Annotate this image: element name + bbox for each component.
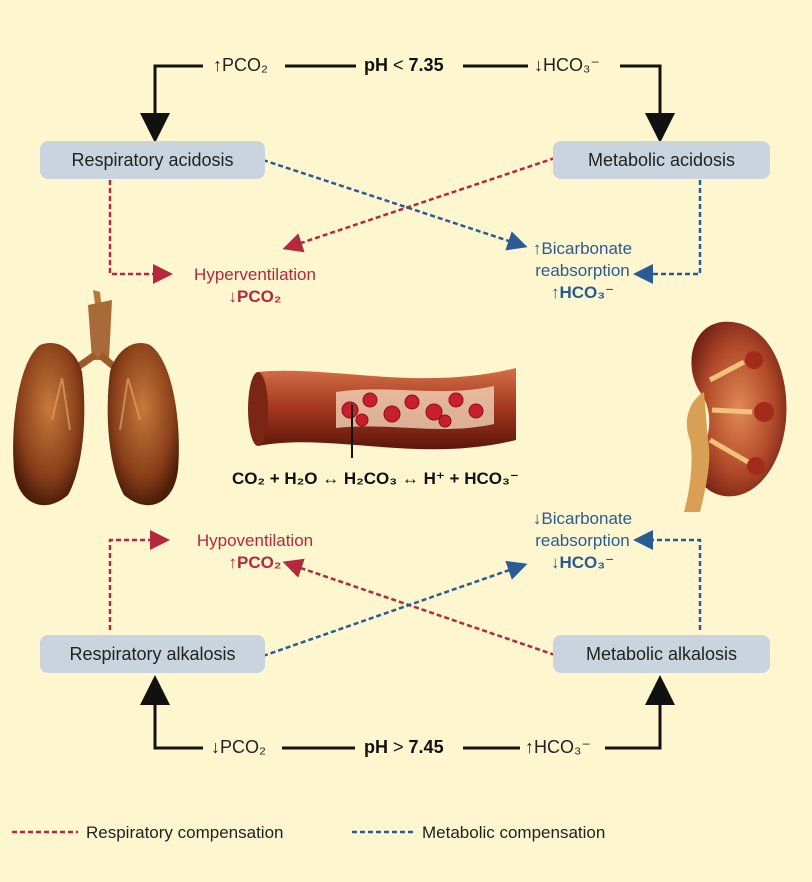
kidney-illustration [684, 322, 786, 512]
respiratory-alkalosis-box: Respiratory alkalosis [40, 635, 265, 673]
hypoventilation-text: Hypoventilation [160, 530, 350, 552]
top-ph-operator: < [393, 55, 404, 75]
legend-respiratory-label: Respiratory compensation [86, 824, 283, 841]
top-pco2-label: ↑PCO₂ [213, 56, 268, 74]
respiratory-acidosis-box: Respiratory acidosis [40, 141, 265, 179]
bottom-ph-label: pH > 7.45 [364, 738, 444, 756]
bicarbonate-down-line2: reabsorption [500, 530, 665, 552]
bicarbonate-down-label: ↓Bicarbonate reabsorption ↓HCO₃⁻ [500, 508, 665, 574]
bicarbonate-up-hco3: ↑HCO₃⁻ [500, 282, 665, 304]
top-ph-label: pH < 7.35 [364, 56, 444, 74]
hyperventilation-label: Hyperventilation ↓PCO₂ [160, 264, 350, 308]
hypoventilation-pco2: ↑PCO₂ [160, 552, 350, 574]
bottom-hco3-label: ↑HCO₃⁻ [525, 738, 591, 756]
top-hco3-label: ↓HCO₃⁻ [534, 56, 600, 74]
blood-vessel-illustration [248, 368, 516, 458]
lungs-illustration [13, 290, 179, 505]
bottom-pco2-label: ↓PCO₂ [211, 738, 266, 756]
bicarbonate-up-line1: ↑Bicarbonate [500, 238, 665, 260]
hyperventilation-pco2: ↓PCO₂ [160, 286, 350, 308]
bicarbonate-down-line1: ↓Bicarbonate [500, 508, 665, 530]
top-connector [155, 66, 660, 128]
metabolic-alkalosis-box: Metabolic alkalosis [553, 635, 770, 673]
bicarbonate-down-hco3: ↓HCO₃⁻ [500, 552, 665, 574]
bicarbonate-up-line2: reabsorption [500, 260, 665, 282]
metabolic-acidosis-box: Metabolic acidosis [553, 141, 770, 179]
legend-metabolic-label: Metabolic compensation [422, 824, 605, 841]
bicarbonate-equation: CO₂ + H₂O ↔ H₂CO₃ ↔ H⁺ + HCO₃⁻ [232, 470, 519, 487]
hypoventilation-label: Hypoventilation ↑PCO₂ [160, 530, 350, 574]
bottom-ph-value: 7.45 [409, 737, 444, 757]
top-ph-text: pH [364, 55, 388, 75]
bottom-ph-operator: > [393, 737, 404, 757]
bottom-ph-text: pH [364, 737, 388, 757]
top-ph-value: 7.35 [409, 55, 444, 75]
hyperventilation-text: Hyperventilation [160, 264, 350, 286]
bicarbonate-up-label: ↑Bicarbonate reabsorption ↑HCO₃⁻ [500, 238, 665, 304]
